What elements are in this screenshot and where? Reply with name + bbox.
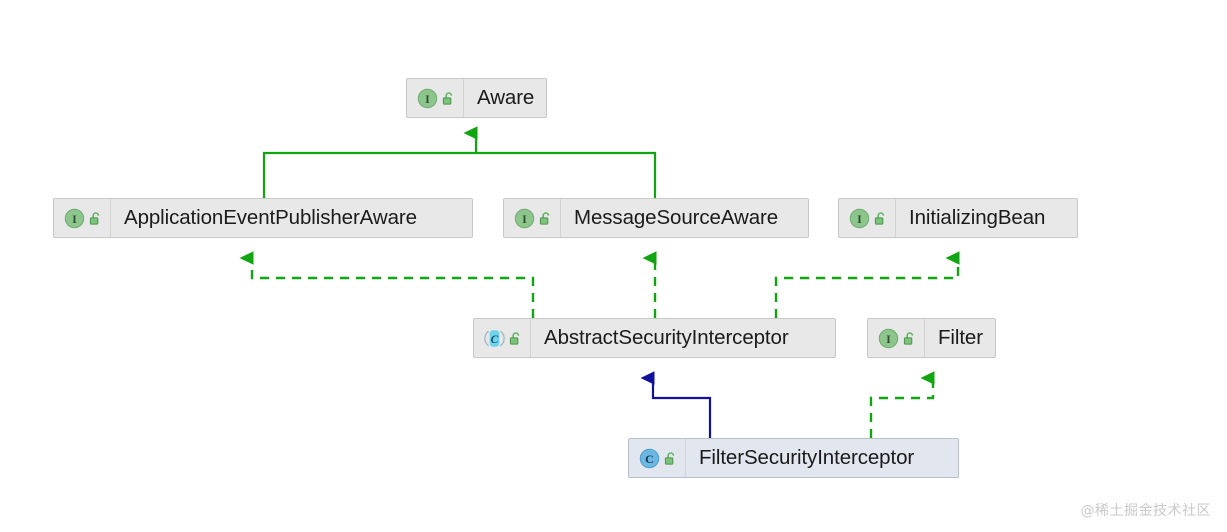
node-label-aware: Aware <box>477 86 535 109</box>
edge-asi-realizes-initializingbean <box>774 251 960 318</box>
uml-node-filter-security-interceptor[interactable]: C FilterSecurityInterceptor <box>628 438 959 478</box>
interface-i-icon: I <box>849 208 870 229</box>
unlocked-padlock-icon <box>873 211 888 226</box>
node-icons-abstract-security-interceptor: C <box>474 319 531 357</box>
node-label-initializing-bean: InitializingBean <box>909 206 1046 229</box>
unlocked-padlock-icon <box>663 451 678 466</box>
svg-text:C: C <box>645 452 654 466</box>
abstract-class-c-icon: C <box>484 328 505 349</box>
interface-i-icon: I <box>514 208 535 229</box>
uml-node-abstract-security-interceptor[interactable]: C AbstractSecurityInterceptor <box>473 318 836 358</box>
edge-fsi-extends-asi <box>640 371 712 438</box>
unlocked-padlock-icon <box>88 211 103 226</box>
uml-node-application-event-publisher-aware[interactable]: I ApplicationEventPublisherAware <box>53 198 473 238</box>
node-label-abstract-security-interceptor: AbstractSecurityInterceptor <box>544 326 789 349</box>
svg-text:I: I <box>857 212 862 226</box>
unlocked-padlock-icon <box>508 331 523 346</box>
interface-i-icon: I <box>878 328 899 349</box>
unlocked-padlock-icon <box>538 211 553 226</box>
node-label-filter-security-interceptor: FilterSecurityInterceptor <box>699 446 915 469</box>
unlocked-padlock-icon <box>441 91 456 106</box>
node-icons-message-source-aware: I <box>504 199 561 237</box>
node-icons-filter-security-interceptor: C <box>629 439 686 477</box>
node-icons-filter: I <box>868 319 925 357</box>
edge-asi-realizes-aepa <box>239 251 535 318</box>
node-icons-aware: I <box>407 79 464 117</box>
svg-text:C: C <box>491 334 499 346</box>
node-icons-application-event-publisher-aware: I <box>54 199 111 237</box>
interface-i-icon: I <box>64 208 85 229</box>
svg-text:I: I <box>425 92 430 106</box>
uml-node-filter[interactable]: I Filter <box>867 318 996 358</box>
node-icons-initializing-bean: I <box>839 199 896 237</box>
edge-fsi-realizes-filter <box>869 371 935 438</box>
node-label-message-source-aware: MessageSourceAware <box>574 206 779 229</box>
interface-i-icon: I <box>417 88 438 109</box>
edge-aepa-implements-aware <box>262 151 476 198</box>
uml-node-aware[interactable]: I Aware <box>406 78 547 118</box>
node-label-filter: Filter <box>938 326 983 349</box>
svg-text:I: I <box>522 212 527 226</box>
svg-text:I: I <box>72 212 77 226</box>
node-label-application-event-publisher-aware: ApplicationEventPublisherAware <box>124 206 417 229</box>
watermark: @稀土掘金技术社区 <box>1080 503 1211 519</box>
uml-node-initializing-bean[interactable]: I InitializingBean <box>838 198 1078 238</box>
svg-text:I: I <box>886 332 891 346</box>
unlocked-padlock-icon <box>902 331 917 346</box>
edge-msa-implements-aware <box>476 151 657 198</box>
class-c-icon: C <box>639 448 660 469</box>
uml-node-message-source-aware[interactable]: I MessageSourceAware <box>503 198 809 238</box>
